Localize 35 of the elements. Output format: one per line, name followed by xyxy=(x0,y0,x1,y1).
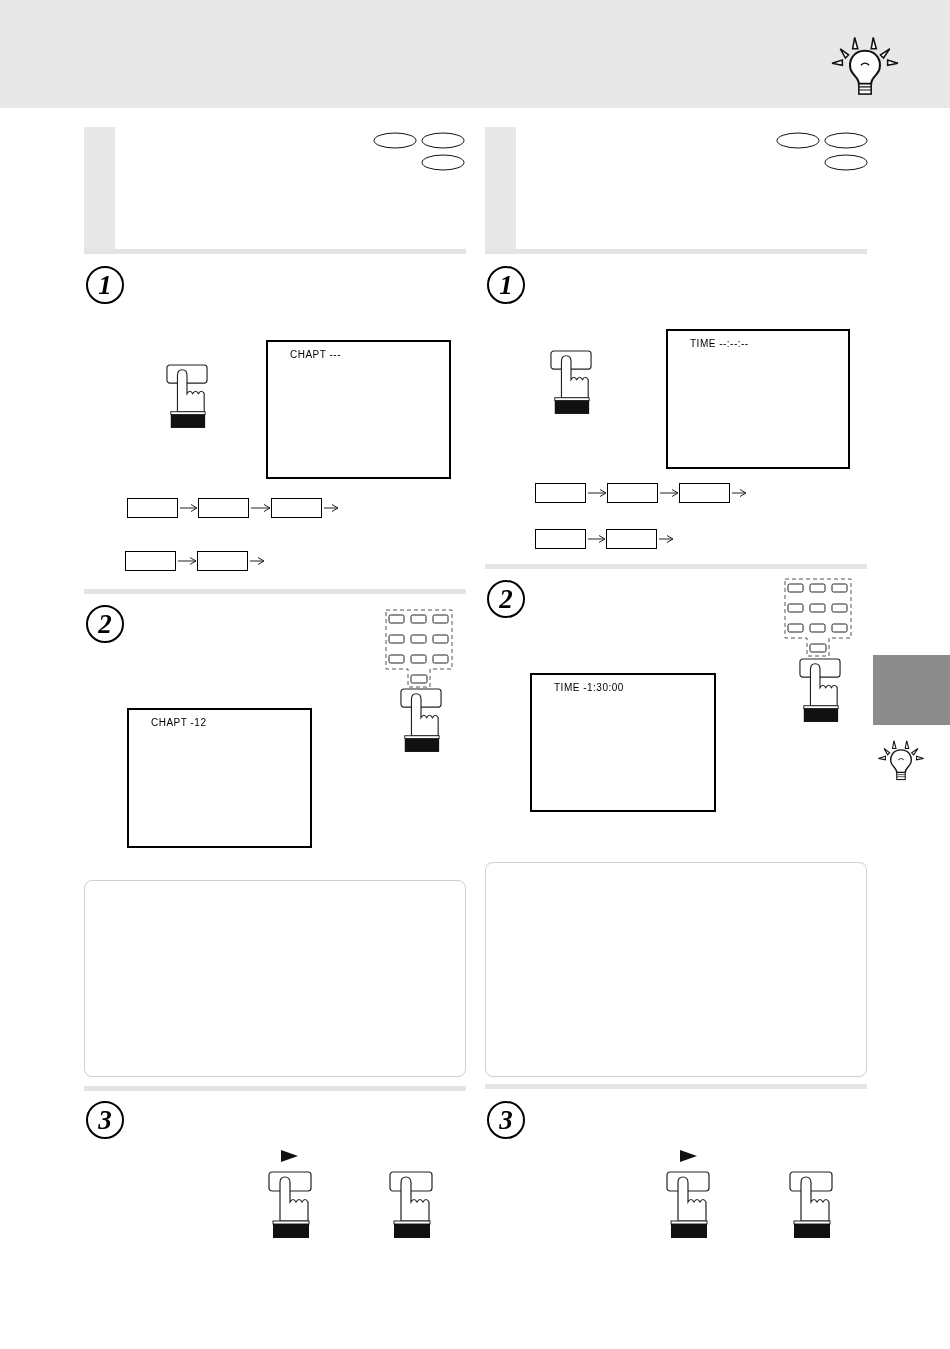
screen-display-text: CHAPT -12 xyxy=(151,718,207,728)
step-number: 3 xyxy=(487,1101,525,1139)
side-tab xyxy=(873,655,950,725)
step-number: 3 xyxy=(86,1101,124,1139)
menu-option-box xyxy=(197,551,248,571)
step-number: 2 xyxy=(487,580,525,618)
arrow xyxy=(731,489,747,497)
arrow xyxy=(250,504,271,512)
arrow xyxy=(177,557,197,565)
menu-option-box xyxy=(535,529,586,549)
tv-screen xyxy=(530,673,716,812)
arrow xyxy=(587,489,607,497)
menu-option-box xyxy=(606,529,657,549)
step-number: 2 xyxy=(86,605,124,643)
tv-screen xyxy=(666,329,850,469)
arrow xyxy=(587,535,606,543)
screen-display-text: CHAPT --- xyxy=(290,350,341,360)
menu-option-box xyxy=(127,498,178,518)
menu-option-box xyxy=(679,483,730,503)
menu-option-box xyxy=(535,483,586,503)
step-number: 1 xyxy=(487,266,525,304)
menu-option-box xyxy=(271,498,322,518)
menu-option-box xyxy=(125,551,176,571)
tv-screen xyxy=(127,708,312,848)
screen-display-text: TIME --:--:-- xyxy=(690,339,749,349)
arrow xyxy=(323,504,339,512)
screen-display-text: TIME -1:30:00 xyxy=(554,683,624,693)
step-number: 1 xyxy=(86,266,124,304)
arrow xyxy=(249,557,265,565)
menu-option-box xyxy=(198,498,249,518)
tv-screen xyxy=(266,340,451,479)
arrow xyxy=(659,489,679,497)
arrow xyxy=(179,504,198,512)
menu-option-box xyxy=(607,483,658,503)
arrow xyxy=(658,535,674,543)
